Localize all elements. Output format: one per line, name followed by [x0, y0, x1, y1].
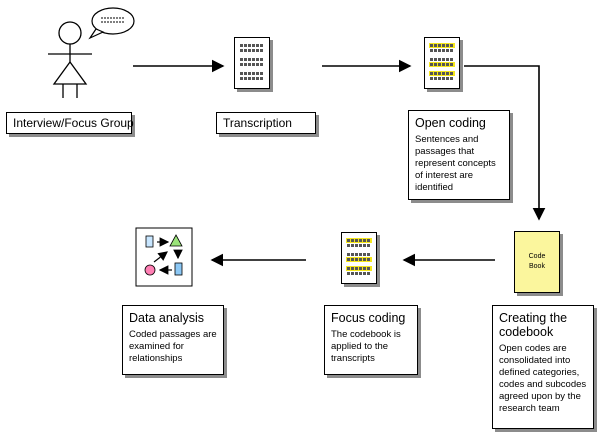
data-analysis-title: Data analysis [129, 311, 205, 325]
interview-focus-group-label: Interview/Focus Group [6, 112, 134, 134]
focus-coding-title: Focus coding [331, 311, 406, 325]
open-coding-title: Open coding [415, 116, 486, 130]
open-coding-description: Sentences and passages that represent co… [415, 134, 496, 193]
codebook-line2: Book [529, 263, 545, 270]
focus-coding-box: Focus coding The codebook is applied to … [324, 305, 418, 375]
transcription-label: Transcription [216, 112, 316, 134]
creating-codebook-box: Creating the codebook Open codes are con… [492, 305, 594, 429]
codebook-icon: Code Book [514, 231, 560, 293]
speech-bubble-icon [88, 7, 135, 40]
transcription-label-text: Transcription [223, 116, 292, 130]
codebook-line1: Code [528, 253, 546, 260]
focus-coding-description: The codebook is applied to the transcrip… [331, 329, 401, 364]
data-analysis-description: Coded passages are examined for relation… [129, 329, 217, 364]
data-analysis-icon [135, 227, 193, 287]
arrow-open-coding-to-codebook [464, 65, 546, 221]
data-analysis-box: Data analysis Coded passages are examine… [122, 305, 224, 375]
transcript-document-icon [234, 37, 270, 89]
interview-label-text: Interview/Focus Group [13, 116, 134, 130]
person-figure-icon [48, 21, 92, 98]
focus-coded-document-icon [341, 232, 377, 284]
creating-codebook-description: Open codes are consolidated into defined… [499, 343, 587, 414]
open-coded-document-icon [424, 37, 460, 89]
creating-codebook-title: Creating the codebook [499, 311, 568, 339]
open-coding-box: Open coding Sentences and passages that … [408, 110, 510, 200]
